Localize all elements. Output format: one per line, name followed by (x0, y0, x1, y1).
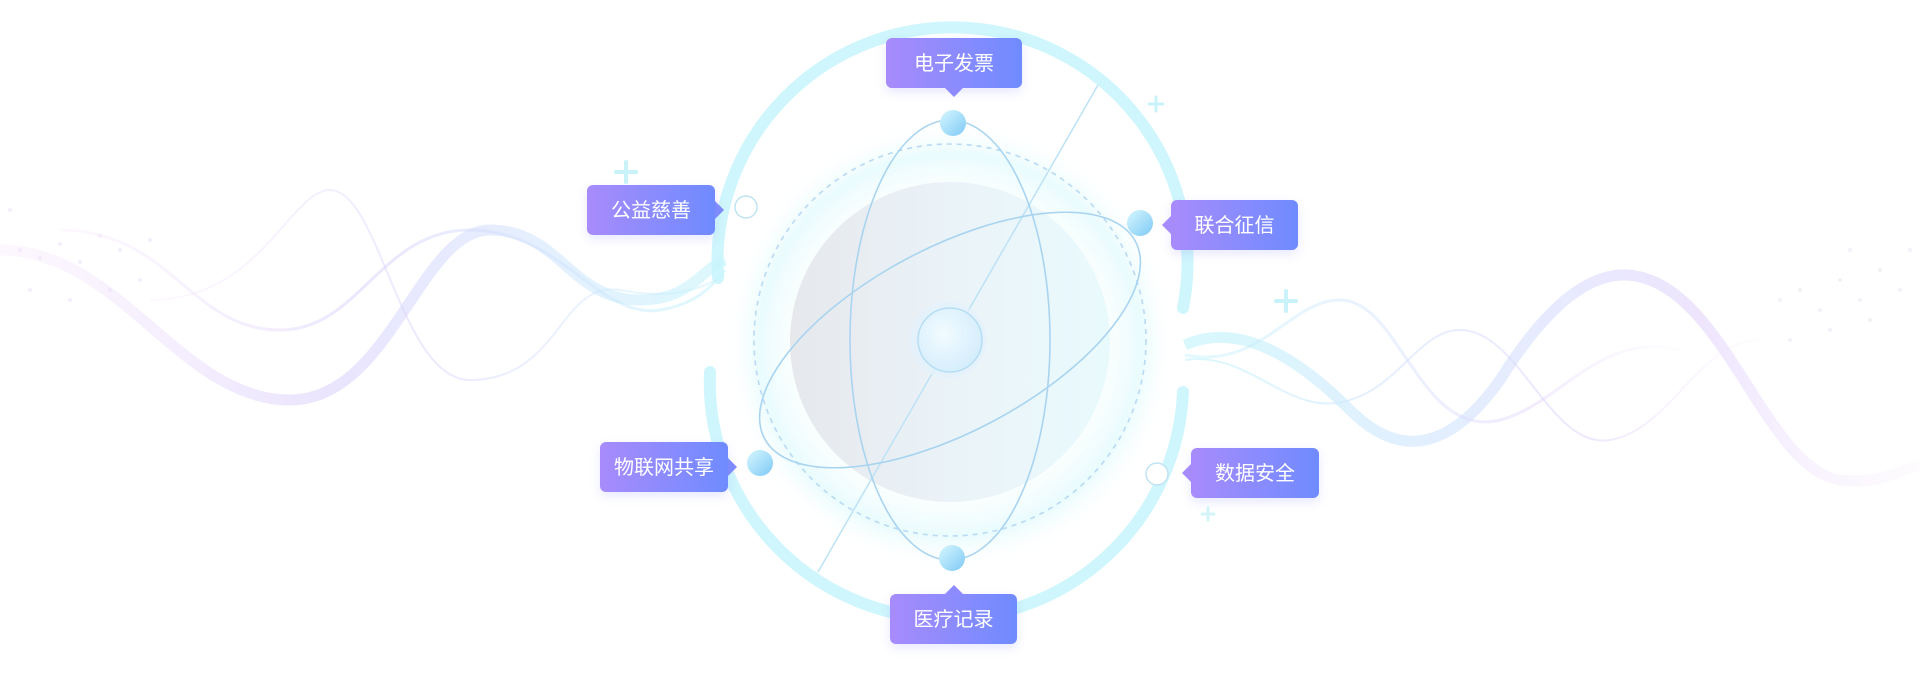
plus-icon (1200, 506, 1216, 522)
node-dot-right-top (1127, 210, 1153, 236)
tag-label: 数据安全 (1215, 461, 1295, 485)
outer-ring-arc-top (711, 21, 1194, 314)
core (917, 307, 983, 373)
plus-icon (1274, 289, 1298, 313)
tilted-orbit (758, 211, 1142, 469)
tag-label: 公益慈善 (611, 198, 691, 222)
right-waves (1182, 269, 1920, 487)
node-ring-left-top (734, 195, 758, 219)
tag-pointer (1162, 216, 1171, 234)
tag-pointer (1182, 464, 1191, 482)
dashed-orbit (753, 143, 1147, 537)
tag-pointer (945, 88, 963, 97)
left-waves (0, 188, 728, 406)
tag-label: 电子发票 (914, 51, 994, 75)
tag-pointer (944, 585, 963, 594)
node-dot-top (940, 110, 966, 136)
tag-electronic-invoice[interactable]: 电子发票 (886, 38, 1022, 97)
tag-medical-records[interactable]: 医疗记录 (890, 585, 1017, 644)
tag-label: 物联网共享 (614, 455, 714, 479)
tag-joint-credit[interactable]: 联合征信 (1162, 200, 1298, 250)
right-dot-field (1778, 248, 1912, 342)
node-dot-bottom (939, 545, 965, 571)
tag-pointer (715, 201, 724, 219)
tag-data-security[interactable]: 数据安全 (1182, 448, 1319, 498)
node-dot-left-bottom (747, 450, 773, 476)
tag-label: 联合征信 (1194, 213, 1275, 237)
tag-pointer (728, 458, 737, 476)
plus-icon (614, 160, 638, 184)
node-ring-right-bottom (1145, 462, 1169, 486)
tag-iot-sharing[interactable]: 物联网共享 (600, 442, 737, 492)
plus-icon (1147, 95, 1165, 113)
tag-public-charity[interactable]: 公益慈善 (587, 185, 724, 235)
tag-label: 医疗记录 (913, 607, 994, 631)
